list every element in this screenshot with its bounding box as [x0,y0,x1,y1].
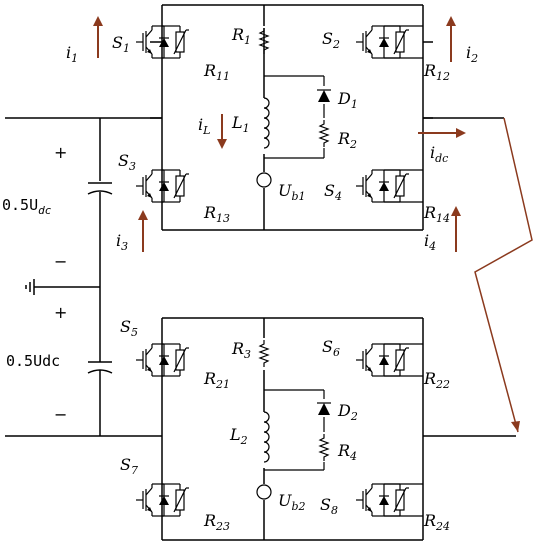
label-i3: i3 [116,231,128,253]
switch-s4 [355,169,410,203]
minus-sign-top: − [54,252,67,271]
label-r24: R24 [423,511,450,533]
label-s5: S5 [120,317,138,339]
label-s2: S2 [322,29,340,51]
label-d2: D2 [337,401,358,423]
source-label-top: 0.5Udc [2,196,52,217]
label-l1: L1 [231,113,250,135]
label-i4: i4 [424,231,436,253]
resistor-r1 [259,26,269,55]
label-r4: R4 [337,441,357,463]
plus-sign-top: + [54,143,67,162]
bottom-bridge [135,317,424,541]
label-s4: S4 [324,181,342,203]
label-s1: S1 [112,33,130,55]
label-s6: S6 [322,337,340,359]
top-bridge [135,4,433,231]
label-r3: R3 [231,339,251,361]
label-r2: R2 [337,129,357,151]
label-s8: S8 [320,495,338,517]
label-ub2: Ub2 [278,491,306,513]
switch-s8 [355,483,410,517]
label-il: iL [198,115,210,137]
label-r12: R12 [423,61,450,83]
label-s3: S3 [118,151,136,173]
source-label-bottom: 0.5Udc [6,352,60,370]
label-idc: idc [430,143,448,165]
inductor-l2 [263,411,270,463]
inductor-l1 [263,97,270,149]
plus-sign-bottom: + [54,303,67,322]
label-i2: i2 [466,43,478,65]
switch-s6 [355,343,410,377]
label-d1: D1 [337,89,358,111]
minus-sign-bottom: − [54,405,67,424]
label-s7: S7 [120,455,138,477]
label-l2: L2 [229,425,248,447]
diode-d2 [318,403,330,415]
label-r1: R1 [231,25,251,47]
label-r21: R21 [203,369,230,391]
label-r13: R13 [203,203,230,225]
source-ub1 [256,172,272,188]
current-arrows [93,16,466,252]
label-r22: R22 [423,369,450,391]
label-i1: i1 [66,43,78,65]
label-r23: R23 [203,511,230,533]
output-connection [474,117,533,433]
diode-d1 [318,90,330,102]
label-ub1: Ub1 [278,181,306,203]
dc-link [5,117,162,437]
label-r14: R14 [423,203,450,225]
source-ub2 [256,484,272,500]
switch-s2 [355,25,410,59]
label-r11: R11 [203,61,230,83]
